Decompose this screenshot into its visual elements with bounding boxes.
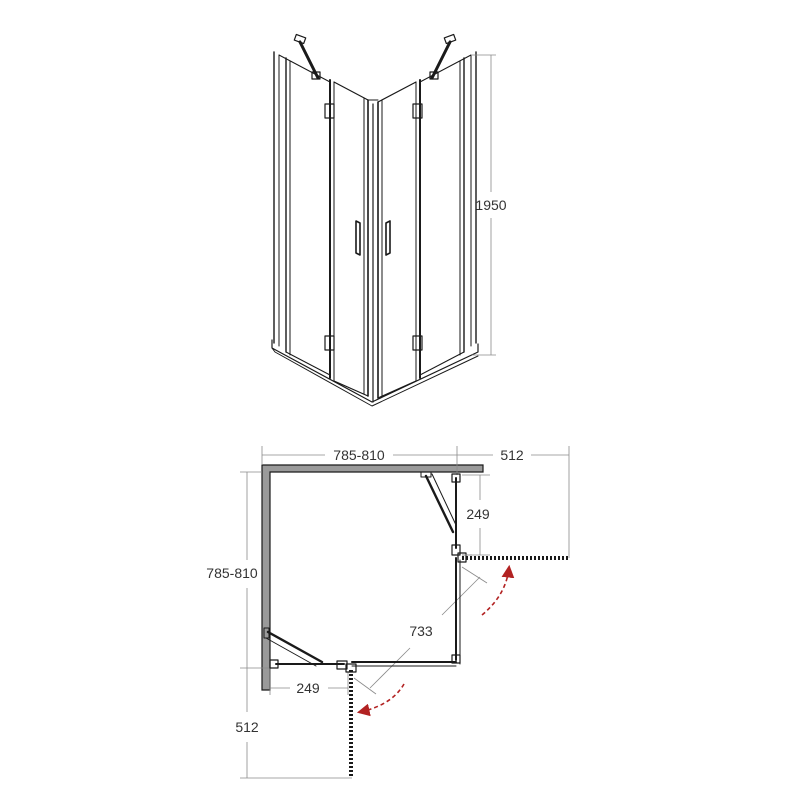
depth-label: 785-810 [206,565,258,581]
left-stabilizer-bar [293,33,321,80]
bottom-door-swing-arrow [356,683,405,717]
bottom-door-open-position [345,663,357,778]
corner-walls [261,464,484,691]
right-upper-hinge [412,103,423,119]
right-door-swing-arrow [481,564,515,616]
elevation-view: 1950 [271,33,507,407]
right-swing-label: 512 [500,447,524,463]
floor-tray-edge [271,347,479,407]
bottom-swing-label: 512 [235,719,259,735]
bottom-fixed-panel-plan [263,627,345,669]
diagonal-entry-dimension [353,566,488,695]
width-label: 785-810 [333,447,385,463]
floor-tray [271,339,479,403]
right-hinge-offset-label: 249 [466,506,490,522]
height-label: 1950 [475,197,506,213]
right-hinge-offset-dimension [462,474,490,556]
depth-dimension [240,471,275,669]
bottom-door-closed [336,660,457,670]
width-dimension [261,446,458,475]
bottom-swing-dimension [240,668,352,779]
left-door-panel [329,79,369,397]
left-door-handle [355,220,361,256]
bottom-hinge-offset-label: 249 [296,680,320,696]
right-door-panel [377,79,421,399]
right-swing-dimension [457,446,570,558]
right-door-open-position [457,552,569,563]
right-fixed-panel [419,54,472,376]
left-lower-hinge [324,335,335,351]
right-stabilizer-bar [429,33,457,80]
plan-view: 785-810 512 785-810 512 [206,446,570,779]
right-door-closed [451,557,461,665]
bottom-hinge-offset-dimension [269,668,349,695]
right-door-handle [385,220,391,256]
diagonal-entry-label: 733 [409,623,433,639]
right-lower-hinge [412,335,423,351]
left-upper-hinge [324,103,335,119]
right-wall-profile [470,51,477,347]
left-wall-profile [273,51,280,347]
left-fixed-panel [278,54,331,376]
height-dimension [472,54,496,356]
right-fixed-panel-plan [420,471,461,556]
